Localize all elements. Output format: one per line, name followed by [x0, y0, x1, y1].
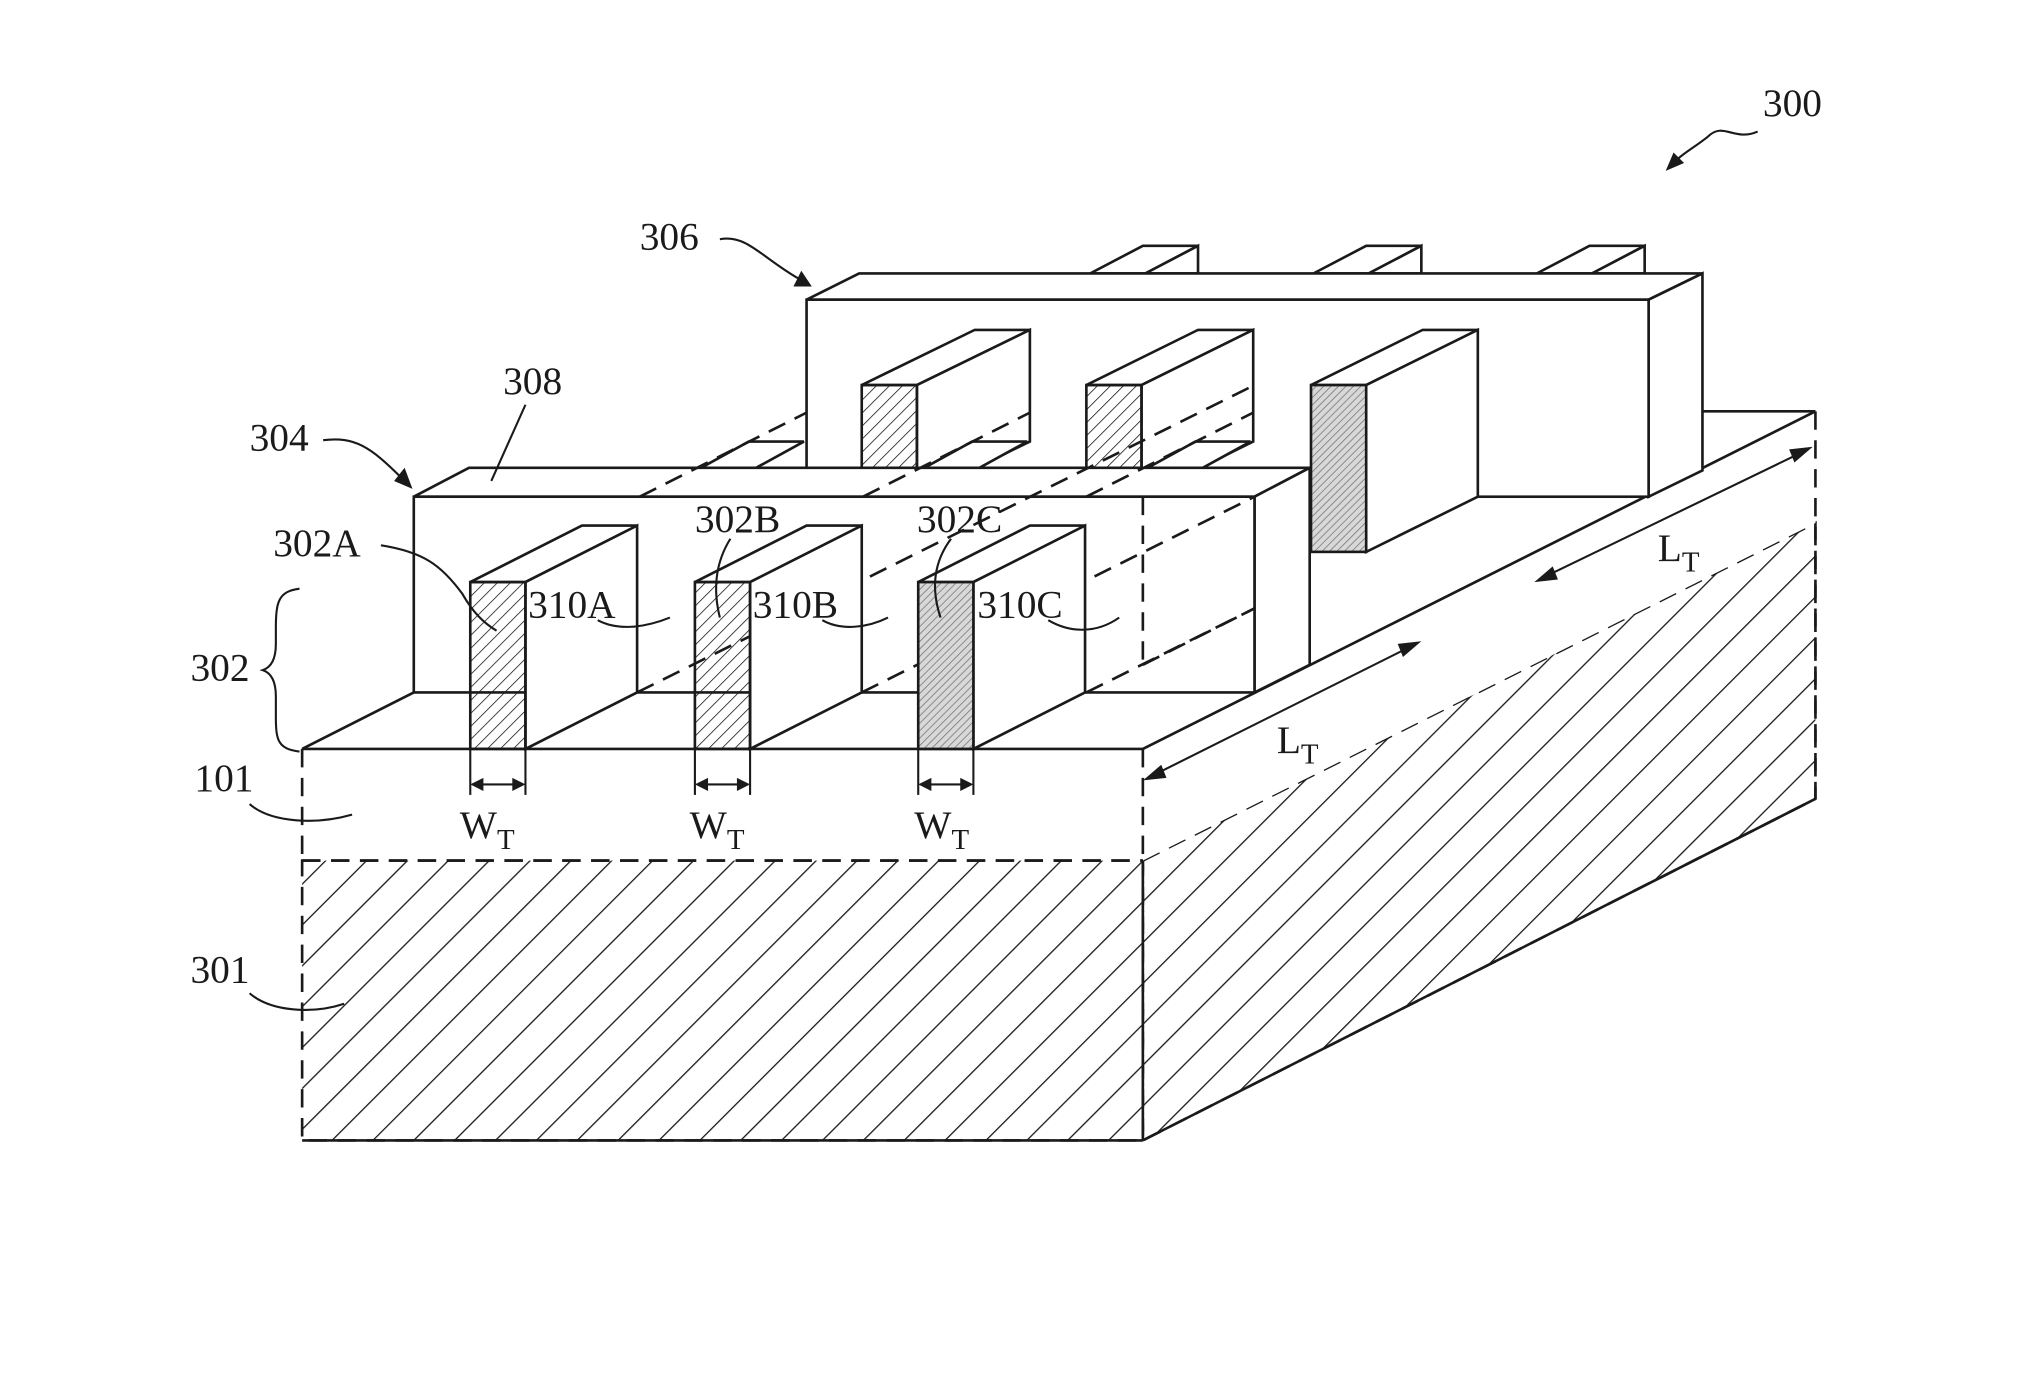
- width-dimension-a: WT: [460, 749, 526, 856]
- svg-text:302A: 302A: [273, 521, 361, 565]
- svg-text:101: 101: [194, 756, 253, 800]
- fin-c-cross-section-upper: [1311, 385, 1366, 552]
- svg-text:WT: WT: [460, 803, 515, 856]
- back-fin-tops: [1090, 246, 1644, 274]
- svg-text:302C: 302C: [917, 497, 1002, 541]
- svg-text:301: 301: [190, 948, 249, 992]
- label-306: 306: [640, 215, 812, 287]
- svg-text:300: 300: [1763, 81, 1822, 125]
- svg-text:302B: 302B: [695, 497, 780, 541]
- svg-text:308: 308: [503, 359, 562, 403]
- svg-text:302: 302: [190, 646, 249, 690]
- svg-text:304: 304: [250, 416, 309, 460]
- svg-text:310A: 310A: [528, 583, 616, 627]
- svg-text:WT: WT: [914, 803, 969, 856]
- svg-text:310B: 310B: [753, 583, 838, 627]
- label-304: 304: [250, 416, 413, 489]
- svg-text:306: 306: [640, 215, 699, 259]
- label-300: 300: [1666, 81, 1822, 171]
- label-308: 308: [491, 359, 562, 481]
- label-101: 101: [194, 756, 352, 821]
- svg-text:WT: WT: [690, 803, 745, 856]
- label-302: 302: [190, 589, 299, 752]
- width-dimension-c: WT: [914, 749, 973, 856]
- width-dimension-b: WT: [690, 749, 750, 856]
